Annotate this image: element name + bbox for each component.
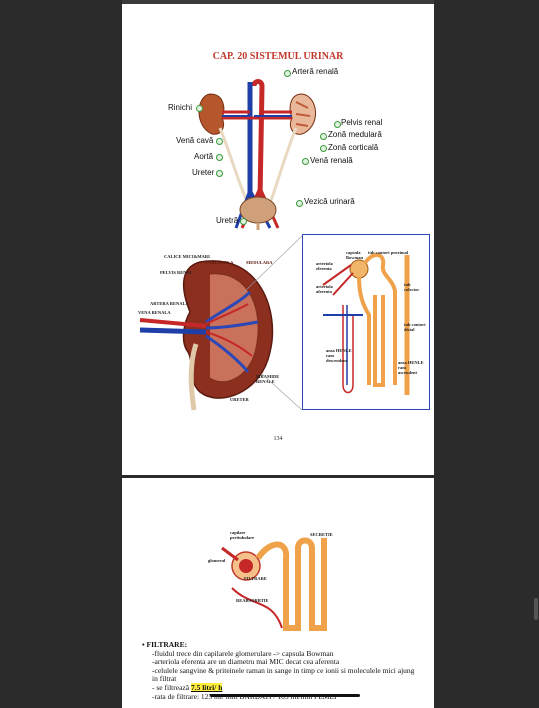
label-glomerul: glomerul bbox=[208, 558, 226, 563]
nephron-illustration bbox=[322, 253, 410, 395]
kidney-section-illustration bbox=[139, 260, 274, 411]
document-page-1: CAP. 20 SISTEMUL URINAR Arteră renală Ri… bbox=[122, 4, 434, 475]
zoom-lines bbox=[241, 235, 303, 411]
label-tub-colector: tub colector bbox=[404, 282, 420, 292]
label-arteriola-aferenta: arteriola aferenta bbox=[316, 284, 333, 294]
chapter-title: CAP. 20 SISTEMUL URINAR bbox=[212, 51, 344, 62]
marker-dot bbox=[196, 105, 203, 112]
marker-dot bbox=[296, 200, 303, 207]
text-line: -arteriola eferenta are un diametru mai … bbox=[152, 657, 340, 667]
label-ureter-small: URETER bbox=[230, 397, 249, 402]
filtrare-heading-text: FILTRARE: bbox=[146, 640, 188, 649]
label-artera: ARTERA RENALA bbox=[150, 301, 189, 306]
marker-dot bbox=[334, 121, 341, 128]
label-corticala: CORTICALA bbox=[206, 260, 234, 265]
label-pelvis: PELVIS RENAL bbox=[160, 270, 193, 275]
nephron-function-illustration bbox=[221, 537, 327, 631]
marker-dot bbox=[216, 170, 223, 177]
label-uretra: Uretră bbox=[216, 216, 239, 225]
marker-dot bbox=[320, 145, 327, 152]
label-ansa-asc: ansa HENLE ram ascendent bbox=[398, 360, 424, 375]
viewer-top-bar bbox=[122, 0, 434, 4]
scrollbar-thumb[interactable] bbox=[534, 598, 538, 620]
label-artera-renala: Arteră renală bbox=[292, 67, 339, 76]
marker-dot bbox=[216, 138, 223, 145]
urinary-system-illustration bbox=[198, 79, 316, 230]
document-page-2: capilare peritubulare glomerul SECRETIE … bbox=[122, 478, 434, 708]
marker-dot bbox=[216, 154, 223, 161]
label-ureter: Ureter bbox=[192, 168, 215, 177]
label-rinichi: Rinichi bbox=[168, 103, 193, 112]
marker-dot bbox=[284, 70, 291, 77]
label-tub-proximal: tub contort proximal bbox=[368, 250, 409, 255]
label-medulara: MEDULARA bbox=[246, 260, 273, 265]
label-tub-distal: tub contort distal bbox=[404, 322, 426, 332]
label-capilare: capilare peritubulare bbox=[230, 530, 255, 540]
label-ansa-desc: ansa HENLE ram descendent bbox=[326, 348, 352, 363]
highlighted-value: 7.5 litri/ h bbox=[190, 682, 223, 692]
label-secretie: SECRETIE bbox=[310, 532, 333, 537]
text-line: -celulele sangvine & priteinele raman in… bbox=[152, 665, 415, 675]
label-arteriola-eferenta: arteriola eferenta bbox=[316, 261, 333, 271]
marker-dot bbox=[240, 218, 247, 225]
label-vena: VENA RENALA bbox=[138, 310, 171, 315]
label-piramide: PIRAMIDE RENALE bbox=[256, 374, 280, 384]
label-vena-renala: Venă renală bbox=[310, 156, 353, 165]
label-filtrare-diag: FILTRARE bbox=[244, 576, 267, 581]
label-vezica-urinara: Vezică urinară bbox=[304, 197, 355, 206]
label-capsula: capsula Bowman bbox=[346, 250, 364, 260]
label-calice: CALICE MICI&MARI bbox=[164, 254, 210, 259]
marker-dot bbox=[320, 133, 327, 140]
filtrare-text-block: • FILTRARE: -fluidul trece din capilarel… bbox=[142, 640, 432, 701]
text-line: -fluidul trece din capilarele glomerular… bbox=[152, 648, 334, 658]
label-pelvis-renal: Pelvis renal bbox=[341, 118, 383, 127]
filtrare-heading: • FILTRARE: bbox=[142, 640, 188, 649]
text-line-filter: - se filtrează 7.5 litri/ h bbox=[152, 682, 432, 693]
label-zona-corticala: Zonă corticală bbox=[328, 143, 379, 152]
marker-dot bbox=[302, 158, 309, 165]
text-line: in filtrat bbox=[152, 674, 177, 684]
label-aorta: Aortă bbox=[194, 152, 214, 161]
page-number: 134 bbox=[273, 436, 283, 442]
label-zona-medulara: Zonă medulară bbox=[328, 130, 382, 139]
filter-prefix: - se filtrează bbox=[152, 682, 191, 692]
home-indicator bbox=[210, 694, 360, 697]
label-vena-cava: Venă cavă bbox=[176, 136, 214, 145]
label-reabsorbtie: REABSORBTIE bbox=[236, 598, 269, 603]
